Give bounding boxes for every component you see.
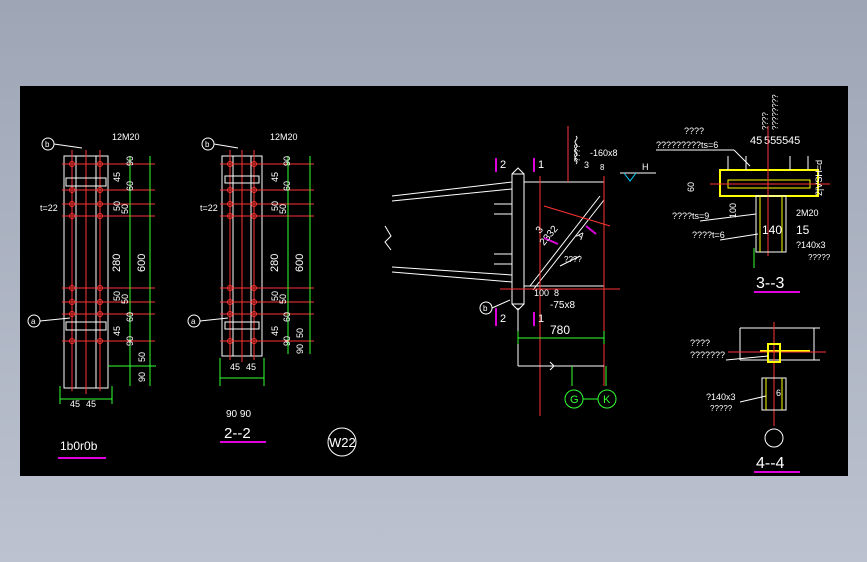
svg-text:A: A [574, 230, 586, 243]
svg-text:1: 1 [538, 159, 544, 171]
svg-text:?????: ????? [710, 404, 733, 413]
svg-text:45: 45 [112, 172, 122, 182]
svg-text:8: 8 [554, 288, 559, 298]
svg-text:100: 100 [534, 288, 549, 298]
cad-drawing-canvas[interactable]: 90 45 60 50 50 280 600 50 50 60 45 90 50… [20, 86, 848, 476]
svg-text:12M20: 12M20 [270, 132, 298, 142]
svg-text:45: 45 [750, 135, 762, 147]
svg-text:2: 2 [500, 313, 506, 325]
view-d: ???? ?????????ts=6 45 55 55 45 60 100 ??… [656, 94, 831, 293]
svg-text:50: 50 [120, 204, 130, 214]
svg-text:780: 780 [550, 323, 570, 337]
svg-text:2: 2 [500, 159, 506, 171]
svg-text:60: 60 [282, 312, 292, 322]
svg-text:b: b [205, 140, 210, 149]
svg-text:2|VSH=d: 2|VSH=d [814, 160, 824, 196]
svg-text:?????????ts=6: ?????????ts=6 [656, 140, 718, 150]
svg-text:50: 50 [295, 328, 305, 338]
svg-text:45: 45 [230, 362, 240, 372]
svg-text:-75x8: -75x8 [550, 300, 575, 311]
svg-text:?140x3: ?140x3 [706, 392, 736, 402]
svg-text:a: a [31, 317, 36, 326]
svg-text:55: 55 [776, 135, 788, 147]
view-a: 90 45 60 50 50 280 600 50 50 60 45 90 50… [27, 132, 156, 459]
svg-text:60: 60 [125, 312, 135, 322]
view-b-title: 2--2 [224, 425, 251, 442]
view-c: ???? -160x8 3 8 H 2 2 1 1 2332 A 3 ???? … [384, 126, 656, 416]
svg-text:6: 6 [776, 388, 781, 398]
svg-text:60: 60 [686, 182, 696, 192]
svg-text:3: 3 [584, 160, 589, 170]
svg-text:280: 280 [269, 254, 281, 272]
svg-text:60: 60 [125, 181, 135, 191]
svg-text:45: 45 [86, 399, 96, 409]
svg-text:3: 3 [534, 224, 546, 236]
svg-text:?????: ????? [808, 253, 831, 262]
view-e: ???? ??????? ?140x3 ????? 6 4--4 [690, 322, 826, 473]
tag-w22: W22 [327, 427, 357, 457]
svg-text:45: 45 [112, 326, 122, 336]
svg-text:8: 8 [600, 163, 605, 172]
view-a-title: 1b0r0b [60, 439, 98, 453]
svg-text:600: 600 [294, 254, 306, 272]
svg-text:b: b [483, 304, 488, 313]
pipe-section-circle [764, 428, 784, 448]
svg-text:45: 45 [270, 172, 280, 182]
svg-text:55: 55 [764, 135, 776, 147]
svg-text:W22: W22 [329, 435, 356, 450]
svg-text:????t=6: ????t=6 [692, 230, 725, 240]
svg-text:2M20: 2M20 [796, 208, 819, 218]
svg-text:????: ???? [684, 126, 704, 136]
svg-text:a: a [191, 317, 196, 326]
svg-text:?140x3: ?140x3 [796, 240, 826, 250]
svg-text:90: 90 [282, 336, 292, 346]
svg-text:t=22: t=22 [200, 203, 218, 213]
svg-text:90: 90 [125, 156, 135, 166]
svg-text:90: 90 [125, 336, 135, 346]
svg-text:????ts=9: ????ts=9 [672, 211, 709, 221]
view-d-title: 3--3 [756, 275, 785, 292]
svg-text:50: 50 [112, 291, 122, 301]
svg-text:60: 60 [282, 181, 292, 191]
svg-text:????: ???? [690, 338, 710, 348]
svg-text:90: 90 [282, 156, 292, 166]
svg-text:50: 50 [278, 204, 288, 214]
svg-text:15: 15 [796, 223, 810, 237]
svg-text:12M20: 12M20 [112, 132, 140, 142]
svg-text:45: 45 [70, 399, 80, 409]
svg-text:45: 45 [788, 135, 800, 147]
svg-text:G: G [570, 394, 579, 406]
svg-text:280: 280 [111, 254, 123, 272]
svg-text:600: 600 [136, 254, 148, 272]
svg-text:50: 50 [137, 352, 147, 362]
svg-text:50: 50 [112, 201, 122, 211]
svg-text:100: 100 [728, 203, 738, 218]
svg-text:50: 50 [270, 291, 280, 301]
svg-text:45: 45 [270, 326, 280, 336]
svg-text:50: 50 [120, 294, 130, 304]
svg-text:90: 90 [295, 344, 305, 354]
svg-text:t=22: t=22 [40, 203, 58, 213]
view-a-dims: 90 45 60 50 50 280 600 50 50 60 45 90 50… [40, 132, 148, 409]
drawing-svg: 90 45 60 50 50 280 600 50 50 60 45 90 50… [27, 94, 831, 473]
svg-text:50: 50 [270, 201, 280, 211]
svg-text:90 90: 90 90 [226, 409, 251, 420]
view-e-title: 4--4 [756, 455, 785, 472]
svg-text:????: ???? [573, 144, 582, 162]
svg-text:????: ???? [761, 112, 770, 130]
svg-text:???????: ??????? [690, 350, 725, 360]
svg-text:50: 50 [278, 294, 288, 304]
grid-bubble-k [597, 389, 617, 409]
svg-text:b: b [45, 140, 50, 149]
view-b: 90 45 60 50 50 280 600 50 50 60 45 90 50… [187, 132, 314, 443]
svg-text:????????: ???????? [771, 94, 780, 130]
svg-text:45: 45 [246, 362, 256, 372]
svg-text:-160x8: -160x8 [590, 148, 618, 158]
svg-text:K: K [603, 394, 611, 406]
svg-text:90: 90 [137, 372, 147, 382]
svg-text:140: 140 [762, 223, 782, 237]
svg-text:1: 1 [538, 313, 544, 325]
svg-text:H: H [642, 162, 649, 172]
